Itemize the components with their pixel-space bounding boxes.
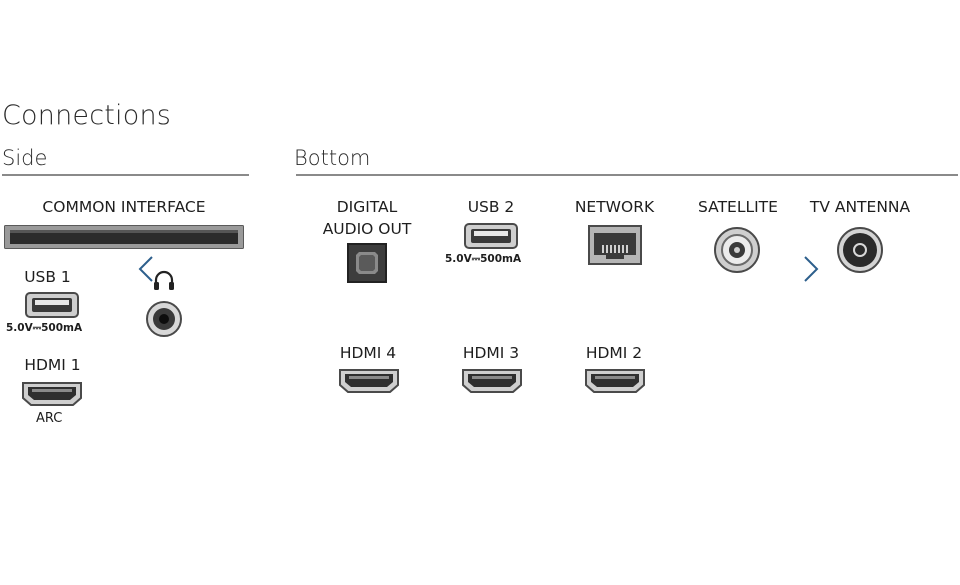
hdmi2-label: HDMI 2 <box>585 344 643 362</box>
usb1-label: USB 1 <box>24 268 71 286</box>
digital-audio-out-label-line2: AUDIO OUT <box>322 220 412 238</box>
digital-audio-out-label-line1: DIGITAL <box>336 198 398 216</box>
headphone-jack <box>145 300 183 338</box>
hdmi1-arc-label: ARC <box>36 411 63 426</box>
usb1-port-icon <box>25 292 79 318</box>
hdmi4-port-icon <box>337 367 401 395</box>
chevron-left-icon <box>136 254 156 284</box>
tv-antenna-connector-icon <box>836 226 884 274</box>
common-interface-slot <box>4 225 244 249</box>
hdmi3-port-icon <box>460 367 524 395</box>
headphone-icon <box>152 270 176 292</box>
tv-antenna-label: TV ANTENNA <box>809 198 911 216</box>
common-interface-label: COMMON INTERFACE <box>42 198 206 216</box>
hdmi1-port-icon <box>20 380 84 408</box>
hdmi1-label: HDMI 1 <box>24 356 81 374</box>
hdmi4-label: HDMI 4 <box>339 344 397 362</box>
chevron-right-icon <box>801 254 821 284</box>
section-side-heading: Side <box>2 146 48 170</box>
satellite-label: SATELLITE <box>698 198 778 216</box>
network-label: NETWORK <box>574 198 655 216</box>
satellite-connector-icon <box>713 226 761 274</box>
optical-port-icon <box>347 243 387 283</box>
usb1-power-spec: 5.0V⎓500mA <box>6 322 83 334</box>
usb2-port-icon <box>464 223 518 249</box>
usb2-power-spec: 5.0V⎓500mA <box>445 253 522 265</box>
hdmi2-port-icon <box>583 367 647 395</box>
usb2-label: USB 2 <box>467 198 515 216</box>
side-divider <box>2 174 249 176</box>
hdmi3-label: HDMI 3 <box>462 344 520 362</box>
ethernet-port-icon <box>588 225 642 265</box>
page-title: Connections <box>2 100 172 131</box>
section-bottom-heading: Bottom <box>294 146 371 170</box>
bottom-divider <box>296 174 958 176</box>
